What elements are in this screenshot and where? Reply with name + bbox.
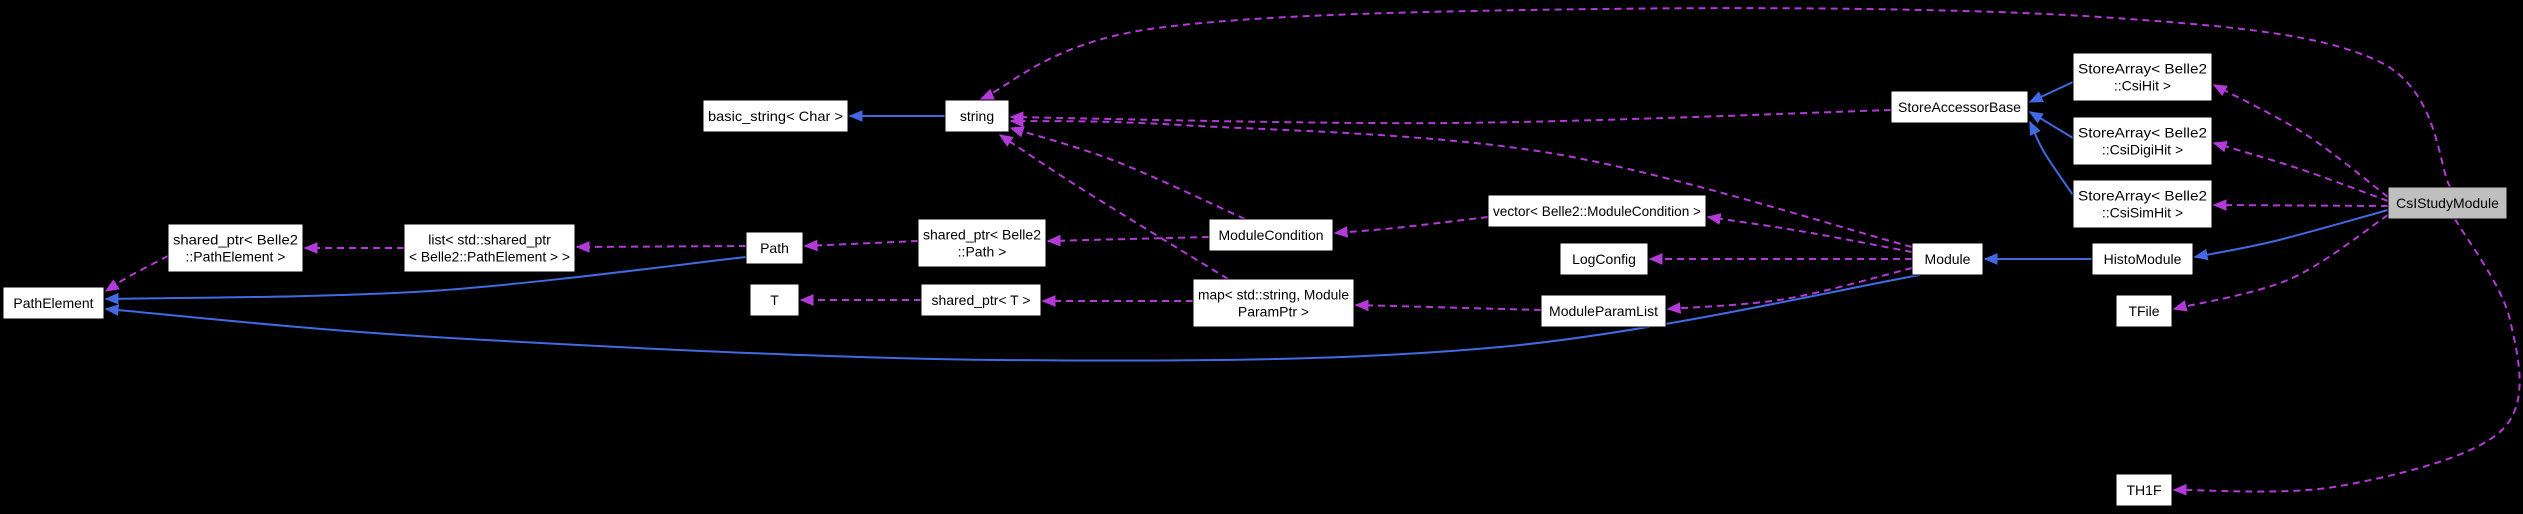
edge-module-moduleparamlist <box>1666 267 1913 314</box>
edge-csistudymodule-string <box>979 7 2451 188</box>
edge-module-vector-modulecondition <box>1706 213 1913 253</box>
node-label: LogConfig <box>1572 251 1636 267</box>
edge-map-moduleparamptr-string <box>998 134 1229 280</box>
node-label: < Belle2::PathElement > > <box>409 249 570 265</box>
node-label: ::CsiDigiHit > <box>2102 142 2183 158</box>
node-logconfig[interactable]: LogConfig <box>1559 242 1649 276</box>
edge-csistudymodule-th1f <box>2172 218 2521 496</box>
edge-csistudymodule-storearray-csisimhit <box>2212 199 2389 211</box>
node-label: vector< Belle2::ModuleCondition > <box>1493 203 1701 219</box>
node-label: StoreArray< Belle2 <box>2078 188 2207 204</box>
node-shared-ptr-pathelement[interactable]: shared_ptr< Belle2::PathElement > <box>167 223 304 273</box>
node-moduleparamlist[interactable]: ModuleParamList <box>1540 294 1667 328</box>
node-modulecondition[interactable]: ModuleCondition <box>1208 218 1334 252</box>
node-storeaccessorbase[interactable]: StoreAccessorBase <box>1890 90 2029 124</box>
node-label: PathElement <box>13 295 93 311</box>
node-label: shared_ptr< T > <box>931 292 1030 308</box>
node-label: CsIStudyModule <box>2396 195 2499 211</box>
edge-path-list-shared-ptr-pathelement <box>575 241 747 253</box>
edge-csistudymodule-tfile <box>2172 214 2389 312</box>
edge-csistudymodule-storearray-csidigihit <box>2212 141 2389 202</box>
edge-vector-modulecondition-modulecondition <box>1333 216 1489 238</box>
node-label: HistoModule <box>2104 251 2182 267</box>
node-label: basic_string< Char > <box>708 108 843 124</box>
node-basic-string[interactable]: basic_string< Char > <box>702 99 849 133</box>
node-list-shared-ptr-pathelement[interactable]: list< std::shared_ptr< Belle2::PathEleme… <box>403 223 576 273</box>
edge-modulecondition-string <box>1009 126 1246 220</box>
node-label: shared_ptr< Belle2 <box>173 232 298 248</box>
edge-shared-ptr-path-path <box>803 239 919 252</box>
edge-csistudymodule-storearray-csihit <box>2212 84 2389 198</box>
node-label: ::CsiHit > <box>2114 78 2171 94</box>
edge-storeaccessorbase-string <box>1009 109 1892 125</box>
edge-csistudymodule-histomodule <box>2193 209 2389 261</box>
node-t[interactable]: T <box>749 283 800 317</box>
node-label: ParamPtr > <box>1238 304 1309 320</box>
node-storearray-csihit[interactable]: StoreArray< Belle2::CsiHit > <box>2072 52 2213 102</box>
node-label: ::CsiSimHit > <box>2102 205 2183 221</box>
node-tfile[interactable]: TFile <box>2115 294 2173 328</box>
node-shared-ptr-path[interactable]: shared_ptr< Belle2::Path > <box>917 218 1047 268</box>
node-storearray-csisimhit[interactable]: StoreArray< Belle2::CsiSimHit > <box>2072 179 2213 229</box>
node-label: TH1F <box>2127 482 2162 498</box>
node-th1f[interactable]: TH1F <box>2115 473 2173 507</box>
node-label: Path <box>760 240 789 256</box>
node-label: map< std::string, Module <box>1198 287 1349 303</box>
edge-module-pathelement <box>104 274 1921 362</box>
node-label: StoreAccessorBase <box>1898 99 2021 115</box>
edge-path-pathelement <box>104 256 747 305</box>
node-path[interactable]: Path <box>745 231 804 265</box>
node-label: ModuleParamList <box>1549 303 1658 319</box>
node-label: T <box>770 292 779 308</box>
node-csistudymodule[interactable]: CsIStudyModule <box>2387 186 2508 220</box>
edge-moduleparamlist-map-moduleparamptr <box>1354 299 1542 312</box>
edge-storearray-csihit-storeaccessorbase <box>2028 81 2074 103</box>
node-label: ::PathElement > <box>185 249 285 265</box>
node-label: StoreArray< Belle2 <box>2078 61 2207 77</box>
node-label: shared_ptr< Belle2 <box>923 227 1041 243</box>
node-label: Module <box>1925 251 1971 267</box>
node-storearray-csidigihit[interactable]: StoreArray< Belle2::CsiDigiHit > <box>2072 116 2213 166</box>
node-module[interactable]: Module <box>1911 242 1984 276</box>
node-shared-ptr-t[interactable]: shared_ptr< T > <box>920 283 1042 317</box>
node-label: ModuleCondition <box>1218 227 1323 243</box>
node-histomodule[interactable]: HistoModule <box>2091 242 2194 276</box>
node-vector-modulecondition[interactable]: vector< Belle2::ModuleCondition > <box>1487 194 1707 228</box>
edge-modulecondition-shared-ptr-path <box>1046 234 1210 247</box>
node-pathelement[interactable]: PathElement <box>2 286 105 320</box>
node-string[interactable]: string <box>944 99 1010 133</box>
edge-storearray-csisimhit-storeaccessorbase <box>2029 120 2074 196</box>
node-label: string <box>960 108 994 124</box>
edge-shared-ptr-pathelement-pathelement <box>104 255 169 292</box>
node-label: TFile <box>2128 303 2159 319</box>
node-label: list< std::shared_ptr <box>428 232 551 248</box>
edge-storearray-csidigihit-storeaccessorbase <box>2028 111 2074 139</box>
node-label: StoreArray< Belle2 <box>2078 125 2207 141</box>
node-label: ::Path > <box>958 244 1007 260</box>
